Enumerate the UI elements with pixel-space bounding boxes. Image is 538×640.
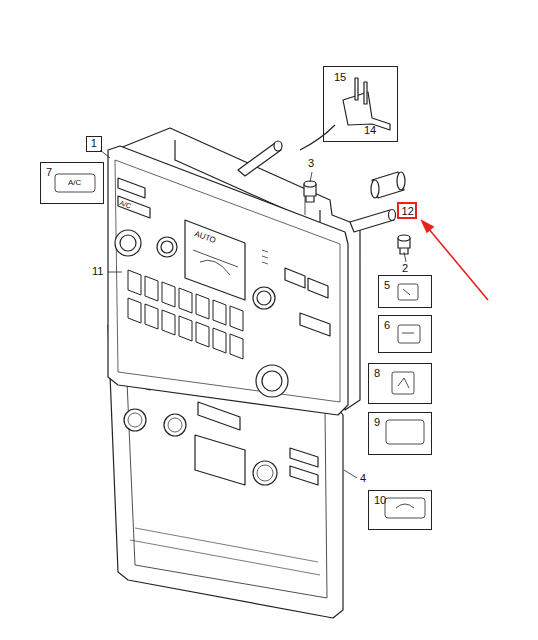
callout-box: 9 [368, 412, 432, 455]
callout-number: 8 [374, 368, 380, 379]
button [145, 304, 158, 329]
callout-number: 10 [374, 495, 386, 506]
callout-number: 3 [308, 158, 314, 169]
button [196, 322, 209, 347]
callout-number: 14 [364, 125, 376, 136]
button-text: A/C [68, 179, 81, 187]
button [128, 270, 141, 295]
callout-box: 10 [368, 490, 432, 530]
callout-number: 11 [92, 266, 103, 277]
callout-box: 12 [397, 202, 417, 219]
callout-box: 6 [378, 315, 432, 353]
button [213, 300, 226, 325]
callout-number: 7 [46, 167, 52, 178]
button [179, 316, 192, 341]
button [230, 306, 243, 331]
callout-number: 5 [384, 280, 390, 291]
button [128, 298, 141, 323]
callout-number: 9 [374, 417, 380, 428]
button [145, 276, 158, 301]
callout-number: 15 [334, 72, 346, 83]
callout-number: 1 [91, 138, 97, 149]
callout-box: 1 [86, 136, 102, 152]
callout-number: 4 [360, 473, 366, 484]
callout-number: 2 [402, 263, 408, 274]
button [230, 334, 243, 359]
callout-box: 1514 [323, 66, 398, 142]
callout-box: 8 [368, 363, 432, 404]
callout-box: 5 [378, 275, 432, 308]
button [162, 282, 175, 307]
button [162, 310, 175, 335]
callout-number: 6 [384, 320, 390, 331]
button [179, 288, 192, 313]
button [213, 328, 226, 353]
callout-number: 12 [402, 206, 414, 217]
button [196, 294, 209, 319]
